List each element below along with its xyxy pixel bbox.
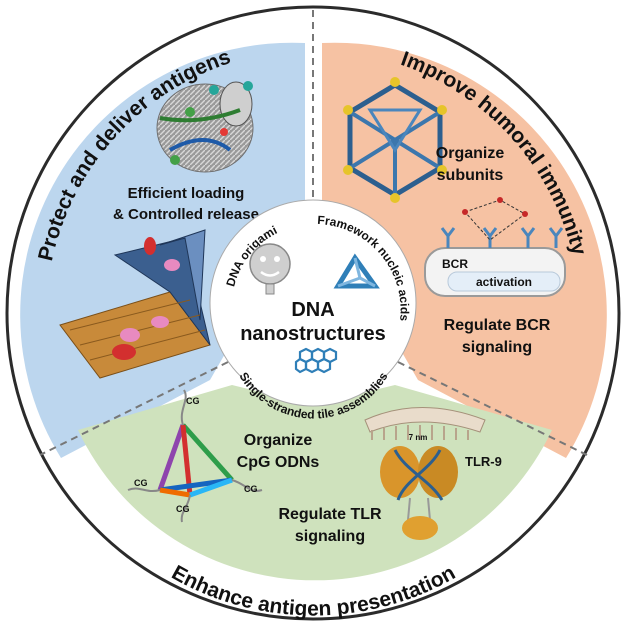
presentation-regulate-line1: Regulate TLR <box>278 506 382 523</box>
dna-origami-tube-illustration <box>156 81 254 173</box>
cg-label-right: CG <box>244 484 258 494</box>
cpg-tetrahedron-illustration <box>127 389 263 523</box>
humoral-regulate-line2: signaling <box>462 339 532 356</box>
protect-caption-line1: Efficient loading <box>128 185 245 202</box>
center-title-line1: DNA <box>291 299 334 321</box>
presentation-organize-line2: CpG ODNs <box>237 454 320 471</box>
humoral-organize-line1: Organize <box>436 145 505 162</box>
smiley-origami-icon <box>249 243 291 295</box>
humoral-regulate-line1: Regulate BCR <box>444 317 551 334</box>
honeycomb-tile-icon <box>294 347 338 374</box>
activation-label: activation <box>476 275 532 289</box>
tlr9-dimer-illustration <box>364 407 486 540</box>
protect-caption-line2: & Controlled release <box>113 206 259 223</box>
bcr-cell-illustration <box>424 197 566 297</box>
divider-left <box>39 361 229 456</box>
icosahedron-illustration <box>343 77 447 203</box>
presentation-regulate-line2: signaling <box>295 528 365 545</box>
center-title-line2: nanostructures <box>240 323 386 345</box>
tetrahedron-framework-icon <box>333 253 380 289</box>
cg-label-left: CG <box>134 478 148 488</box>
cg-label-bottom: CG <box>176 504 190 514</box>
dna-origami-sheet-illustration <box>59 229 211 379</box>
scale-label: 7 nm <box>409 433 428 442</box>
presentation-organize-line1: Organize <box>244 432 313 449</box>
bcr-label: BCR <box>442 257 468 271</box>
humoral-organize-line2: subunits <box>437 167 504 184</box>
cg-label-top: CG <box>186 396 200 406</box>
tlr9-label: TLR-9 <box>465 454 502 469</box>
